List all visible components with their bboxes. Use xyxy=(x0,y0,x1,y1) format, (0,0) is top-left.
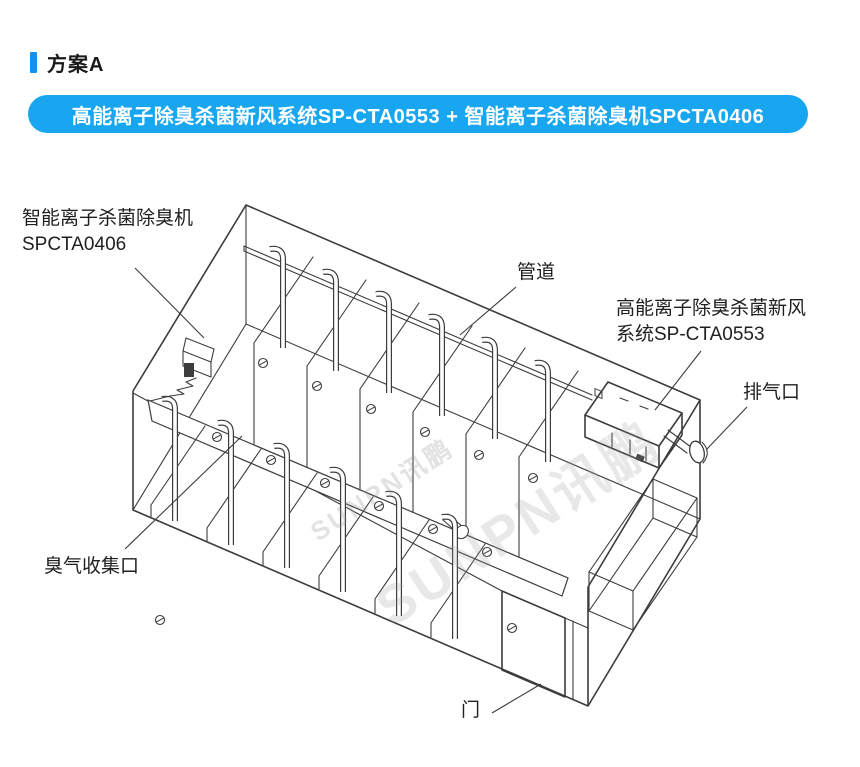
label-exhaust-port: 排气口 xyxy=(743,382,801,403)
label-main-unit-line2: 系统SP-CTA0553 xyxy=(616,324,765,345)
front-drop-pipes xyxy=(161,395,458,639)
fresh-air-unit xyxy=(584,381,683,469)
back-duct-pipe xyxy=(243,245,593,401)
back-stall-partitions xyxy=(253,256,579,558)
door-shape xyxy=(501,590,574,701)
page-title: 方案A xyxy=(47,54,105,76)
section-header: 方案A xyxy=(30,48,104,77)
solution-banner: 高能离子除臭杀菌新风系统SP-CTA0553 + 智能离子杀菌除臭机SPCTA0… xyxy=(28,95,808,133)
back-drop-pipes xyxy=(269,245,551,462)
label-main-unit-line1: 高能离子除臭杀菌新风 xyxy=(616,298,807,319)
interior-duct-box xyxy=(588,478,698,631)
label-main-fresh-air-unit: 高能离子除臭杀菌新风 系统SP-CTA0553 xyxy=(616,296,806,348)
label-pipe: 管道 xyxy=(517,262,556,283)
leader-lines xyxy=(124,267,748,714)
front-stall-partitions xyxy=(150,425,486,638)
deodorizer-unit-small xyxy=(149,337,215,402)
label-small-deodorizer-unit: 智能离子杀菌除臭机 SPCTA0406 xyxy=(22,206,193,258)
center-partition-wall xyxy=(147,399,569,597)
label-small-unit-line2: SPCTA0406 xyxy=(22,234,127,255)
accent-bar xyxy=(30,52,37,73)
solution-banner-text: 高能离子除臭杀菌新风系统SP-CTA0553 + 智能离子杀菌除臭机SPCTA0… xyxy=(71,105,765,128)
label-door: 门 xyxy=(461,700,481,721)
label-small-unit-line1: 智能离子杀菌除臭机 xyxy=(22,208,194,229)
exhaust-pipe xyxy=(663,429,708,464)
label-odor-collector: 臭气收集口 xyxy=(44,556,140,577)
